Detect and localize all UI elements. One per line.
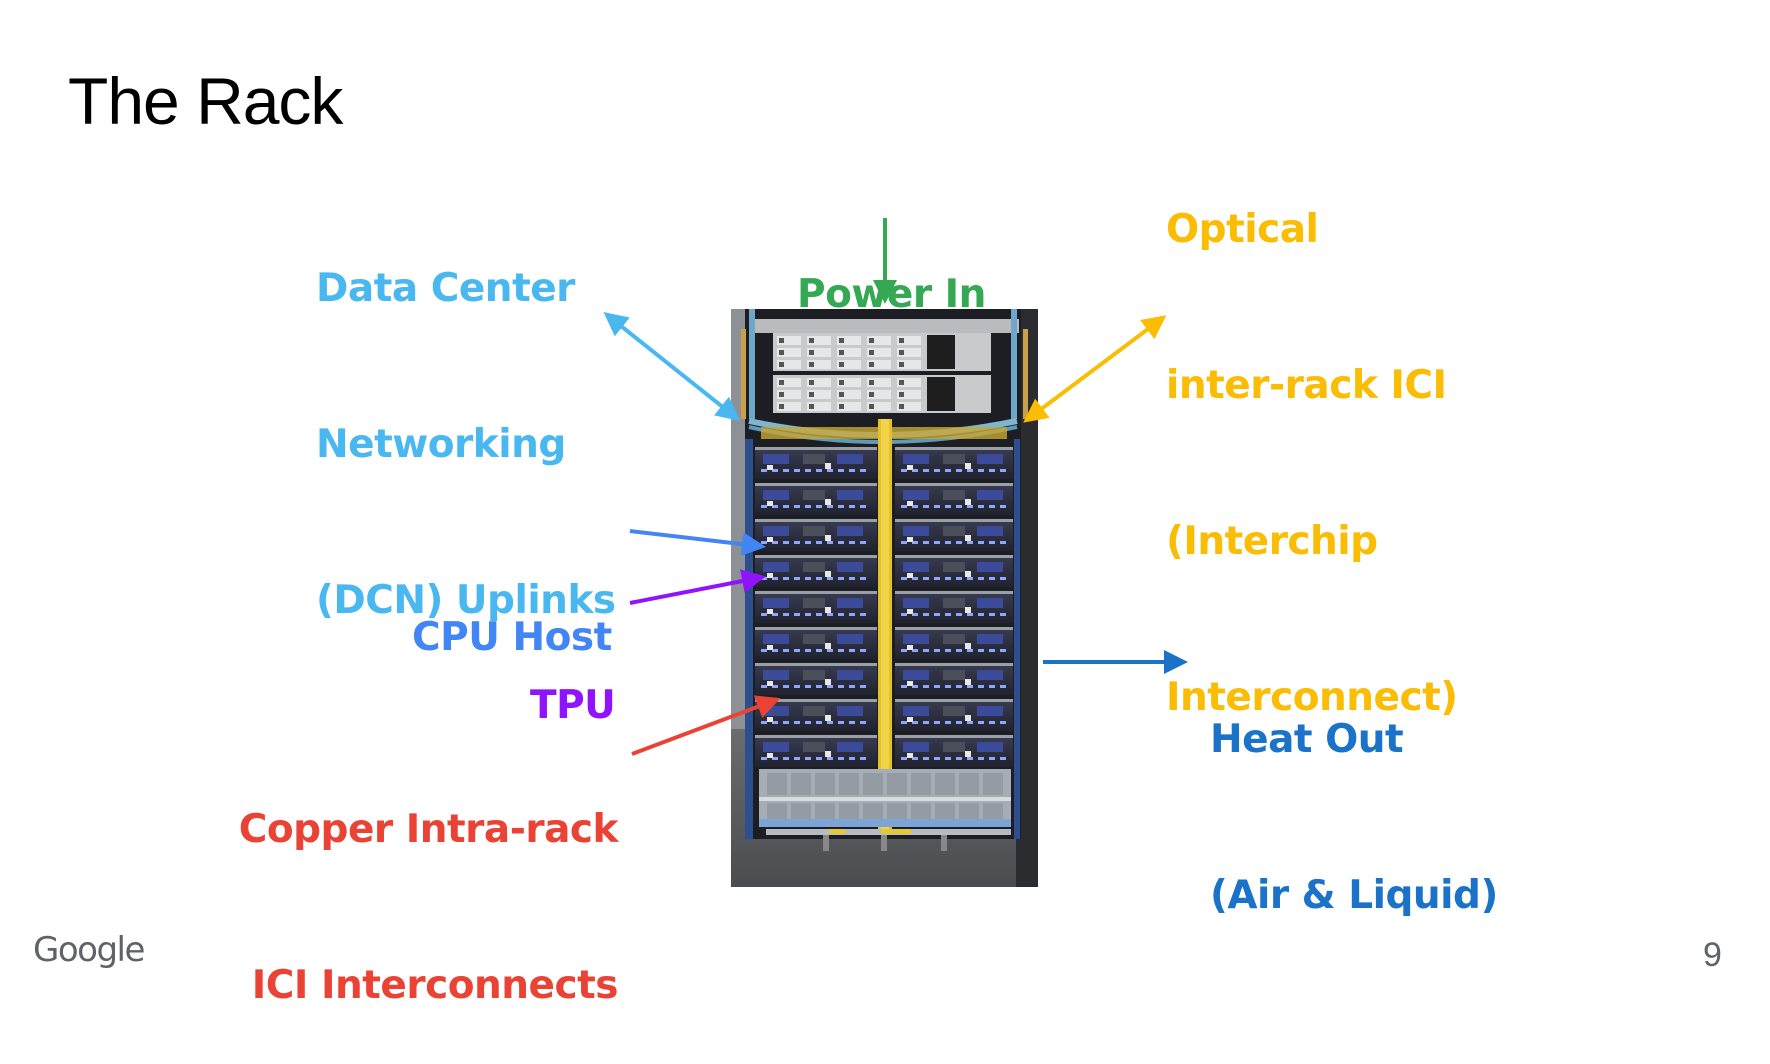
psu-slot — [807, 360, 831, 369]
cooling-cell — [983, 773, 1003, 795]
dcn-label-line: (DCN) Uplinks — [316, 578, 616, 623]
slide-title: The Rack — [68, 64, 343, 138]
optical-ici-label: Optical inter-rack ICI (Interchip Interc… — [1166, 100, 1458, 776]
psu-slots — [777, 336, 921, 411]
cooling-cell — [959, 773, 979, 795]
cooling-cell — [911, 773, 931, 795]
optical-label-line: Interconnect) — [1166, 675, 1458, 720]
cooling-cell — [791, 773, 811, 795]
psu-slot — [807, 378, 831, 387]
psu-slot — [807, 390, 831, 399]
psu-slot — [777, 336, 801, 345]
optical-arrow — [1023, 315, 1167, 423]
psu-slot — [897, 390, 921, 399]
optical-label-line: (Interchip — [1166, 519, 1378, 564]
copper-ici-label: Copper Intra-rack ICI Interconnects — [200, 700, 619, 1064]
psu-slot — [897, 378, 921, 387]
psu-slot — [807, 402, 831, 411]
psu-slot — [897, 336, 921, 345]
psu-slot — [867, 378, 891, 387]
optical-label-line: inter-rack ICI — [1166, 363, 1447, 408]
psu-slot — [867, 348, 891, 357]
cpu-host-label: CPU Host — [412, 508, 612, 716]
heat-out-label: Heat Out (Air & Liquid) — [1210, 610, 1498, 974]
psu-slot — [837, 402, 861, 411]
dcn-uplinks-label: Data Center Networking (DCN) Uplinks — [316, 159, 616, 679]
cooling-cell — [839, 773, 859, 795]
tpu-label-line: TPU — [530, 683, 616, 728]
cooling-cell — [767, 773, 787, 795]
psu-slot — [867, 336, 891, 345]
dcn-arrow — [603, 312, 741, 421]
psu-slot — [777, 378, 801, 387]
psu-slot — [867, 402, 891, 411]
optical-label-line: Optical — [1166, 207, 1319, 252]
psu-slot — [807, 348, 831, 357]
heat-label-line: Heat Out — [1210, 717, 1404, 762]
psu-slot — [777, 348, 801, 357]
compute-trays — [755, 447, 1013, 767]
copper-label-line: Copper Intra-rack — [238, 807, 619, 852]
psu-slot — [837, 360, 861, 369]
page-number: 9 — [1703, 936, 1722, 974]
cpu-label-line: CPU Host — [412, 615, 612, 660]
psu-slot — [837, 348, 861, 357]
rack-photo-illustration — [731, 309, 1038, 887]
psu-slot — [897, 402, 921, 411]
psu-slot — [777, 360, 801, 369]
heat-label-line: (Air & Liquid) — [1210, 873, 1498, 918]
dcn-label-line: Data Center — [316, 266, 575, 311]
psu-slot — [807, 336, 831, 345]
google-logo: Google — [33, 930, 145, 970]
psu-slot — [867, 360, 891, 369]
dcn-label-line: Networking — [316, 422, 566, 467]
cooling-cell — [935, 773, 955, 795]
psu-slot — [897, 348, 921, 357]
cooling-cell — [887, 773, 907, 795]
psu-slot — [897, 360, 921, 369]
psu-slot — [867, 390, 891, 399]
psu-slot — [837, 390, 861, 399]
copper-label-line: ICI Interconnects — [251, 963, 619, 1008]
tpu-label: TPU — [530, 576, 616, 784]
cooling-cell — [863, 773, 883, 795]
rack-photo — [731, 309, 1038, 887]
psu-slot — [837, 378, 861, 387]
psu-slot — [777, 390, 801, 399]
cooling-cell — [815, 773, 835, 795]
psu-slot — [777, 402, 801, 411]
psu-slot — [837, 336, 861, 345]
